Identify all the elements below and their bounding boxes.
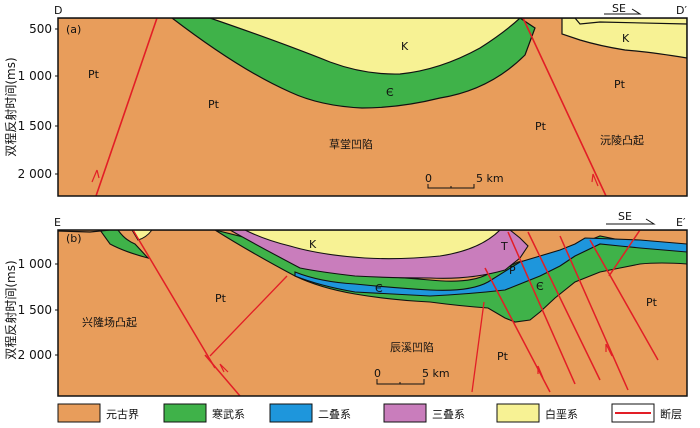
fault-b-8 — [608, 230, 641, 277]
panel-b-tag: (b) — [66, 232, 82, 245]
fault-b-3 — [484, 267, 551, 393]
legend-swatch — [163, 403, 207, 423]
fault-b-5 — [527, 231, 601, 381]
panel-a-direction: SE — [612, 2, 626, 15]
y-axis-title-a: 双程反射时间(ms) — [3, 57, 18, 156]
unit-label: Pt — [88, 68, 100, 81]
fault-b-2 — [209, 275, 288, 357]
y-tick-label: 2 000 — [18, 348, 52, 362]
fault-a-2 — [522, 18, 607, 196]
unit-label: Pt — [497, 350, 509, 363]
unit-label: P — [509, 264, 516, 277]
fault-arrow-a-2 — [591, 173, 599, 187]
y-tick-label: 1 000 — [18, 69, 52, 83]
legend-label: 断层 — [660, 407, 682, 421]
scale-zero: 0 — [374, 367, 381, 380]
y-ticks-b: 1 000 1 500 2 000 — [18, 257, 58, 362]
cretaceous-right-a — [561, 18, 687, 59]
topography-a — [58, 18, 687, 25]
legend-swatch — [269, 403, 313, 423]
fault-arrow-a-1 — [91, 169, 100, 183]
unit-label: K — [401, 40, 409, 53]
panel-b-right-end: E′ — [676, 216, 686, 229]
fault-a-1 — [95, 18, 158, 196]
panel-b-direction: SE — [618, 210, 632, 223]
y-axis-title-b: 双程反射时间(ms) — [3, 260, 18, 359]
frame-a — [57, 17, 688, 197]
scale-bar-a: 0 5 km — [425, 172, 504, 189]
cambrian-left-b — [99, 230, 150, 260]
unit-label: T — [500, 240, 508, 253]
y-tick-label: 1 000 — [18, 257, 52, 271]
unit-label: Pt — [646, 296, 658, 309]
legend: 元古界 寒武系 二叠系 三叠系 白垩系 断层 — [57, 403, 682, 423]
frame-b — [57, 229, 688, 397]
fault-b-7 — [589, 239, 659, 361]
legend-label: 白垩系 — [545, 407, 578, 421]
scale-length: 5 km — [422, 367, 450, 380]
legend-label: 三叠系 — [432, 408, 465, 421]
unit-label: Pt — [208, 98, 220, 111]
y-tick-label: 500 — [29, 22, 52, 36]
y-tick-label: 2 000 — [18, 167, 52, 181]
unit-label: Pt — [614, 78, 626, 91]
fault-b-4 — [507, 231, 576, 385]
legend-swatch — [383, 403, 427, 423]
region-label: 辰溪凹陷 — [390, 340, 434, 354]
unit-label: K — [309, 238, 317, 251]
legend-swatch — [496, 403, 540, 423]
scale-zero: 0 — [425, 172, 432, 185]
unit-label: Є — [536, 280, 544, 293]
fault-b-1b — [204, 354, 241, 396]
scale-bar-b: 0 5 km — [374, 367, 450, 385]
fault-b-6 — [559, 235, 629, 391]
fault-b-1 — [132, 230, 216, 369]
y-ticks-a: 500 1 000 1 500 2 000 — [18, 22, 58, 181]
panel-a-right-end: D′ — [676, 4, 687, 17]
scale-length: 5 km — [476, 172, 504, 185]
panel-a-left-end: D — [54, 4, 62, 17]
cretaceous-b — [244, 230, 501, 260]
legend-label: 寒武系 — [212, 407, 245, 421]
legend-swatch — [57, 403, 101, 423]
direction-arrow-b — [606, 218, 656, 225]
direction-arrow-a — [604, 8, 642, 15]
unit-label: Pt — [535, 120, 547, 133]
y-tick-label: 1 500 — [18, 303, 52, 317]
legend-label: 二叠系 — [318, 408, 351, 421]
unit-label: Є — [375, 282, 383, 295]
section-a: D D′ SE (a) 双程反射时间(ms) 500 1 000 1 500 2… — [3, 2, 688, 197]
unit-label: K — [622, 32, 630, 45]
region-label: 兴隆场凸起 — [82, 315, 137, 329]
legend-label: 元古界 — [106, 408, 139, 421]
section-b: E E′ SE (b) 双程反射时间(ms) 1 000 1 500 2 000… — [3, 210, 688, 397]
fault-b-9 — [471, 301, 485, 393]
panel-b-left-end: E — [54, 216, 61, 229]
region-label: 沅陵凸起 — [600, 134, 644, 147]
y-tick-label: 1 500 — [18, 119, 52, 133]
region-label: 草堂凹陷 — [329, 137, 373, 151]
fault-arrow-b — [219, 343, 613, 379]
cretaceous-basin-a — [209, 18, 521, 75]
topography-b — [58, 230, 687, 233]
permian-layer-b — [294, 237, 687, 297]
panel-a-tag: (a) — [66, 23, 81, 36]
unit-label: Є — [386, 86, 394, 99]
unit-label: Pt — [215, 292, 227, 305]
